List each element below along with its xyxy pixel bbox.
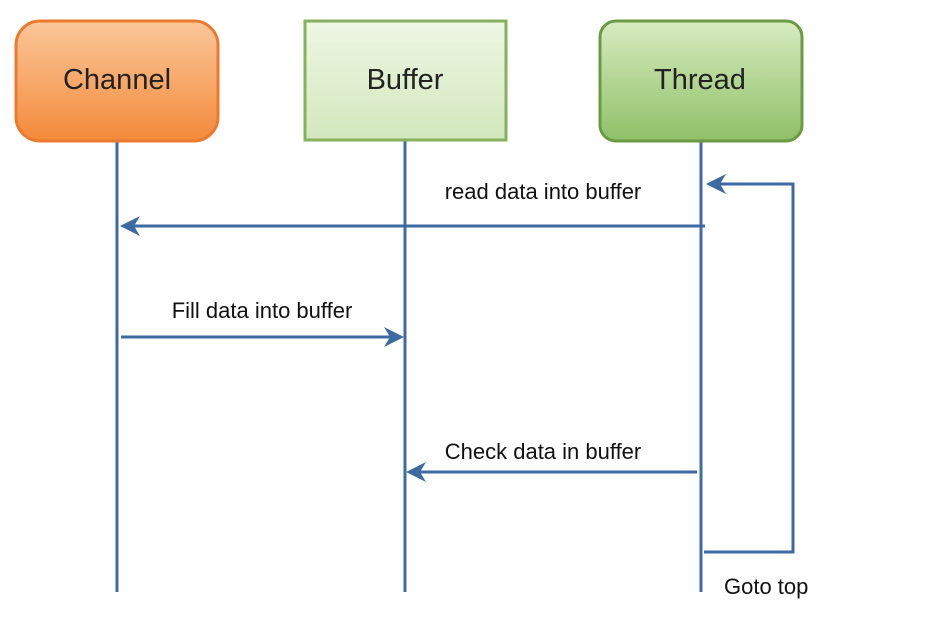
actor-channel-box [14,19,220,143]
actor-buffer: Buffer [303,19,508,142]
message-goto-top-arrowhead [706,174,726,194]
message-check-data-arrowhead [406,462,426,482]
message-goto-top-label: Goto top [724,574,808,599]
actor-thread-box [598,19,804,143]
actor-channel-label: Channel [63,64,171,96]
actor-buffer-box [303,19,508,142]
actor-buffer-label: Buffer [367,64,444,96]
message-check-data-label: Check data in buffer [445,439,642,464]
message-check-data: Check data in buffer [406,439,697,482]
message-read-data-label: read data into buffer [445,179,642,204]
message-fill-data-label: Fill data into buffer [172,298,353,323]
message-read-data: read data into buffer [120,179,705,236]
actor-thread-label: Thread [654,64,746,96]
message-fill-data-arrowhead [384,327,404,347]
message-goto-top: Goto top [704,174,808,599]
message-goto-top-line [704,182,795,554]
actor-thread: Thread [598,19,804,143]
actor-channel: Channel [14,19,220,143]
message-read-data-arrowhead [120,216,140,236]
message-fill-data: Fill data into buffer [121,298,404,347]
